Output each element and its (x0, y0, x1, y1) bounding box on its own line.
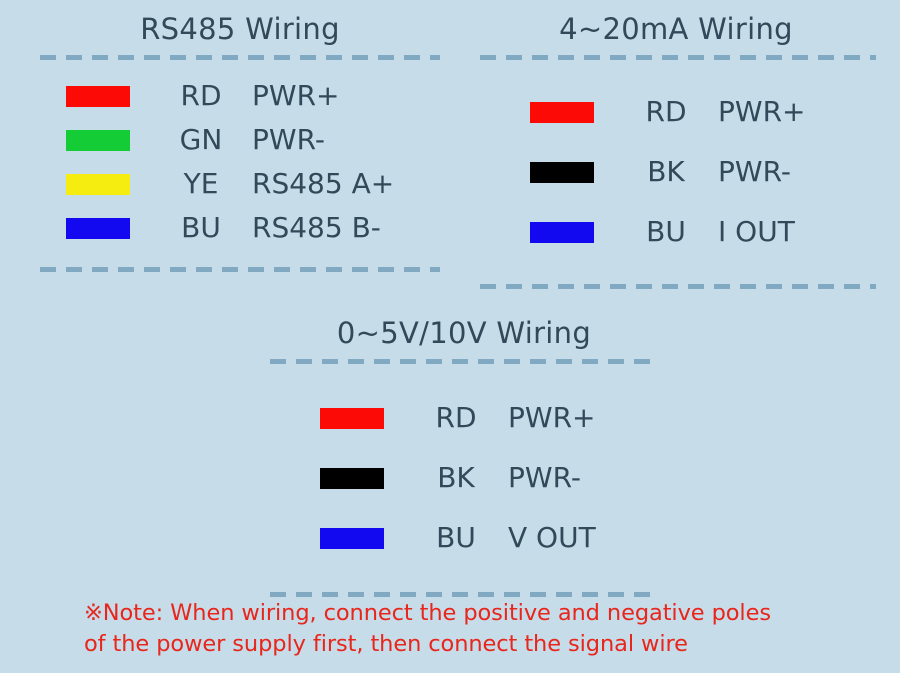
panel-title-rs485: RS485 Wiring (140, 12, 340, 46)
wire-row: BU I OUT (462, 202, 880, 262)
dashed-divider-bottom (480, 284, 876, 290)
wire-row: GN PWR- (22, 118, 442, 162)
wire-code: RD (435, 401, 477, 435)
wire-function: V OUT (508, 521, 596, 555)
wire-code: BU (181, 211, 221, 245)
wire-color-swatch-yellow (66, 173, 130, 195)
wire-color-swatch-black (530, 161, 594, 183)
wire-color-swatch-blue (530, 221, 594, 243)
wire-row: RD PWR+ (462, 82, 880, 142)
wire-function: RS485 A+ (252, 167, 395, 201)
dashed-divider-top (270, 359, 656, 365)
wiring-note-line-2: of the power supply first, then connect … (84, 630, 688, 657)
wire-code: RD (645, 95, 687, 129)
panel-0-5v-10v: 0~5V/10V Wiring RD PWR+ BK PWR- BU V OUT (252, 316, 670, 598)
wire-row: BK PWR- (462, 142, 880, 202)
wire-color-swatch-blue (320, 527, 384, 549)
wire-list-4-20ma: RD PWR+ BK PWR- BU I OUT (462, 60, 880, 262)
wire-code: GN (179, 123, 223, 157)
wire-list-0-5v-10v: RD PWR+ BK PWR- BU V OUT (252, 364, 670, 568)
wire-row: YE RS485 A+ (22, 162, 442, 206)
dashed-divider-bottom (40, 267, 440, 273)
wiring-note-line-1: ※Note: When wiring, connect the positive… (84, 600, 771, 626)
wire-function: PWR- (508, 461, 581, 495)
wire-color-swatch-green (66, 129, 130, 151)
wire-function: RS485 B- (252, 211, 381, 245)
wire-color-swatch-red (66, 85, 130, 107)
wire-row: BU RS485 B- (22, 206, 442, 250)
panel-rs485: RS485 Wiring RD PWR+ GN PWR- YE RS485 A+… (22, 12, 442, 273)
wire-function: PWR- (718, 155, 791, 189)
wire-list-rs485: RD PWR+ GN PWR- YE RS485 A+ BU RS485 B- (22, 60, 442, 250)
wire-color-swatch-red (530, 101, 594, 123)
dashed-divider-bottom (270, 592, 656, 598)
wire-function: PWR+ (508, 401, 596, 435)
wire-row: RD PWR+ (22, 74, 442, 118)
dashed-divider-top (480, 55, 876, 61)
panel-title-0-5v-10v: 0~5V/10V Wiring (336, 316, 592, 350)
dashed-divider-top (40, 55, 440, 61)
wire-code: BK (647, 155, 685, 189)
wire-function: PWR+ (718, 95, 806, 129)
panel-4-20ma: 4~20mA Wiring RD PWR+ BK PWR- BU I OUT (462, 12, 880, 290)
panel-title-4-20ma: 4~20mA Wiring (559, 12, 793, 46)
wire-code: BK (437, 461, 475, 495)
wire-row: BK PWR- (252, 448, 670, 508)
wire-function: I OUT (718, 215, 795, 249)
wire-function: PWR+ (252, 79, 340, 113)
wire-color-swatch-blue (66, 217, 130, 239)
wire-code: BU (646, 215, 686, 249)
wire-code: BU (436, 521, 476, 555)
wire-code: YE (183, 167, 219, 201)
wire-color-swatch-red (320, 407, 384, 429)
wire-code: RD (180, 79, 222, 113)
wiring-note: ※Note: When wiring, connect the positive… (84, 598, 844, 659)
wire-row: RD PWR+ (252, 388, 670, 448)
wire-row: BU V OUT (252, 508, 670, 568)
wire-function: PWR- (252, 123, 325, 157)
wire-color-swatch-black (320, 467, 384, 489)
